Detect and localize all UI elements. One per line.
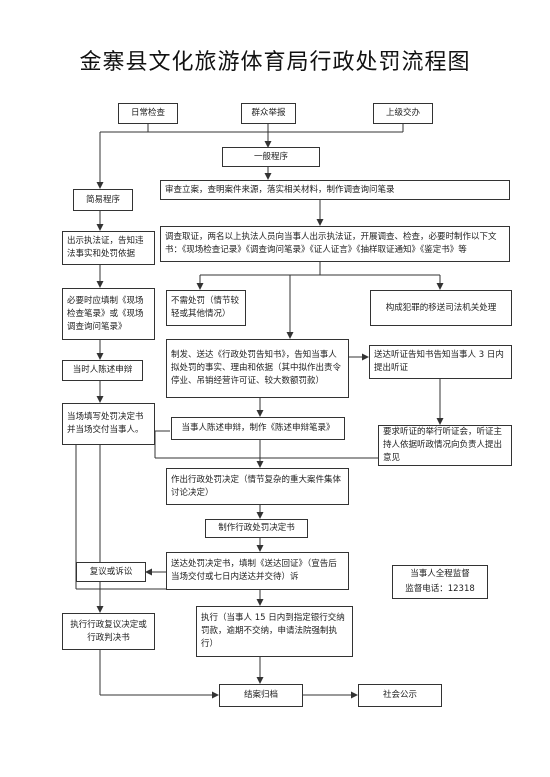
defense-record-node: 当事人陈述申辩，制作《陈述申辩笔录》 <box>171 417 345 440</box>
make-decision-node: 制作行政处罚决定书 <box>205 519 308 538</box>
investigate-node: 调查取证，两名以上执法人员向当事人出示执法证，开展调查、检查，必要时制作以下文书… <box>160 226 510 262</box>
publicity-node: 社会公示 <box>358 684 442 707</box>
execute-node: 执行（当事人 15 日内到指定银行交纳罚款，逾期不交纳，申请法院强制执行） <box>196 606 353 657</box>
review-node: 复议或诉讼 <box>76 562 146 582</box>
general-procedure-node: 一般程序 <box>222 147 320 167</box>
page-title: 金寨县文化旅游体育局行政处罚流程图 <box>79 50 471 75</box>
execute-review-node: 执行行政复议决定或行政判决书 <box>62 613 155 650</box>
decision-node: 作出行政处罚决定（情节复杂的重大案件集体讨论决定） <box>166 468 349 505</box>
transfer-node: 构成犯罪的移送司法机关处理 <box>370 290 512 326</box>
no-penalty-node: 不需处罚（情节较轻或其他情况） <box>166 290 246 326</box>
hearing-request-node: 要求听证的举行听证会，听证主持人依据听政情况向负责人提出意见 <box>378 425 512 466</box>
onsite-decision-node: 当场填写处罚决定书并当场交付当事人。 <box>62 403 155 445</box>
supervision-note: 当事人全程监督 监督电话：12318 <box>392 565 488 599</box>
register-node: 审查立案，查明案件来源，落实相关材料，制作调查询问笔录 <box>160 180 510 200</box>
superior-assign-node: 上级交办 <box>373 103 433 124</box>
daily-check-node: 日常检查 <box>118 103 178 124</box>
public-report-node: 群众举报 <box>241 103 296 124</box>
simple-procedure-node: 简易程序 <box>73 189 133 211</box>
supervision-line1: 当事人全程监督 <box>410 569 470 579</box>
notify-node: 制发、送达《行政处罚告知书》，告知当事人拟处罚的事实、理由和依据（其中拟作出责令… <box>166 339 349 398</box>
hearing-notice-node: 送达听证告知书告知当事人 3 日内提出听证 <box>369 345 512 379</box>
supervision-phone: 监督电话：12318 <box>405 584 475 594</box>
deliver-node: 送达处罚决定书，填制《送达回证》（宣告后当场交付或七日内送达并交待）诉 <box>166 552 349 590</box>
statement-node: 当时人陈述申辩 <box>62 360 143 381</box>
record-node: 必要时应填制《现场检查笔录》或《现场调查询问笔录》 <box>62 288 155 340</box>
show-id-node: 出示执法证，告知违法事实和处罚依据 <box>62 231 155 265</box>
archive-node: 结案归档 <box>219 684 303 707</box>
